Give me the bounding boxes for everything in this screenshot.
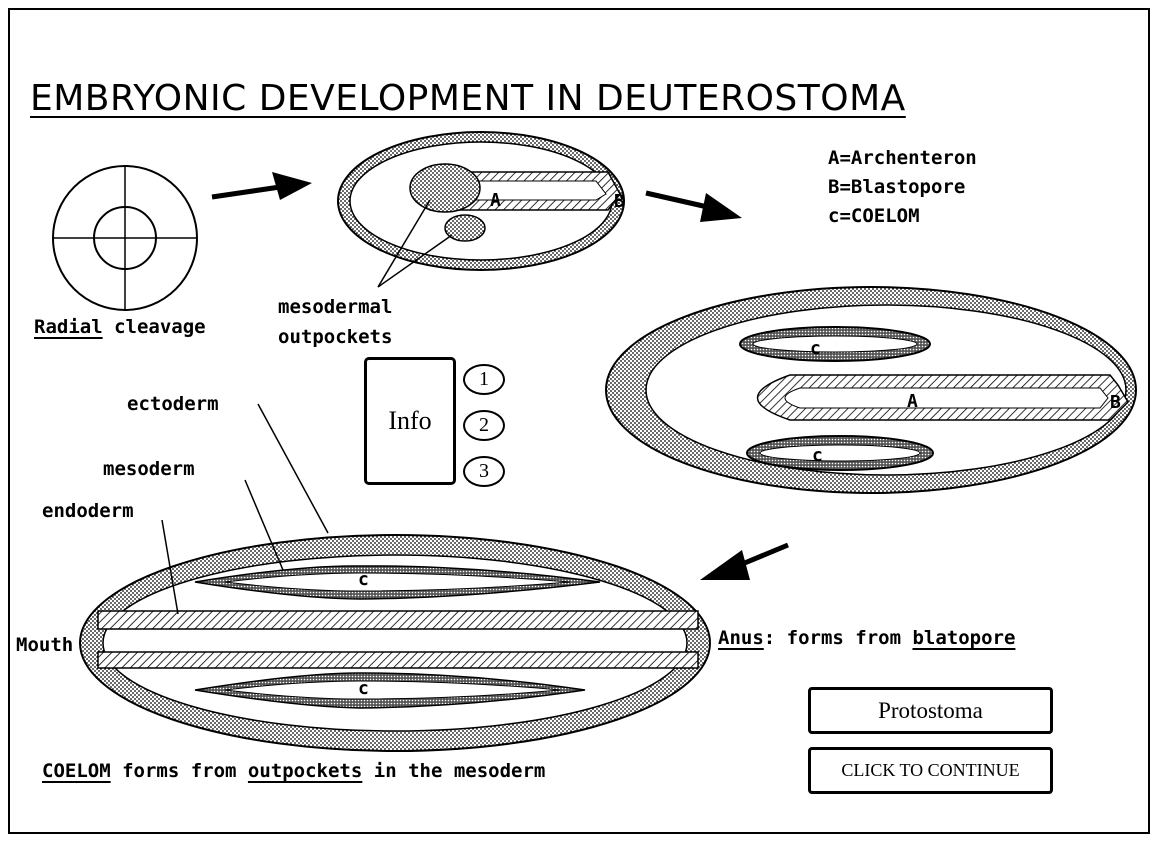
cleavage-word: cleavage: [103, 316, 206, 338]
protostoma-button[interactable]: Protostoma: [808, 687, 1053, 734]
legend-archenteron: A=Archenteron: [828, 144, 977, 173]
radial-word: Radial: [34, 316, 103, 338]
caption-outpockets: outpockets: [248, 760, 362, 782]
anus-middle: : forms from: [764, 627, 913, 649]
coelom-caption: COELOM forms from outpockets in the meso…: [42, 760, 545, 782]
legend-coelom: c=COELOM: [828, 202, 977, 231]
legend-blastopore: B=Blastopore: [828, 173, 977, 202]
outpockets-label: outpockets: [278, 326, 392, 348]
mesoderm-label: mesoderm: [103, 458, 195, 480]
arrow-3: [700, 545, 788, 580]
info-3-button[interactable]: 3: [463, 456, 505, 487]
legend: A=Archenteron B=Blastopore c=COELOM: [828, 144, 977, 231]
ectoderm-label: ectoderm: [127, 393, 219, 415]
anus-label: Anus: forms from blatopore: [718, 627, 1015, 649]
radial-cleavage-label: Radial cleavage: [34, 316, 206, 338]
label-c-lower-right: c: [812, 445, 823, 466]
anus-word: Anus: [718, 627, 764, 649]
info-2-button[interactable]: 2: [463, 410, 505, 441]
radial-cleavage-diagram: [53, 166, 197, 310]
caption-forms-from: forms from: [111, 760, 248, 782]
endoderm-label: endoderm: [42, 500, 134, 522]
continue-label: CLICK TO CONTINUE: [841, 760, 1019, 781]
info-1-button[interactable]: 1: [463, 364, 505, 395]
info-1-label: 1: [479, 368, 489, 391]
label-c-upper-bottom: c: [358, 569, 369, 590]
info-3-label: 3: [479, 460, 489, 483]
label-a-large: A: [907, 391, 918, 412]
gastrula-diagram: [338, 132, 624, 287]
arrow-2: [646, 193, 742, 222]
arrow-1: [212, 172, 312, 200]
info-2-label: 2: [479, 414, 489, 437]
label-c-upper-right: c: [810, 338, 821, 359]
info-label: Info: [388, 406, 431, 436]
caption-coelom: COELOM: [42, 760, 111, 782]
info-button[interactable]: Info: [364, 357, 456, 485]
caption-rest: in the mesoderm: [362, 760, 545, 782]
coelom-embryo-diagram: [606, 287, 1136, 493]
label-b-small: B: [614, 191, 625, 212]
blatopore-word: blatopore: [912, 627, 1015, 649]
mesodermal-label: mesodermal: [278, 296, 392, 318]
label-a-small: A: [490, 190, 501, 211]
mouth-label: Mouth: [16, 634, 73, 656]
label-c-lower-bottom: c: [358, 678, 369, 699]
protostoma-label: Protostoma: [878, 698, 983, 724]
label-b-large: B: [1110, 392, 1121, 413]
continue-button[interactable]: CLICK TO CONTINUE: [808, 747, 1053, 794]
